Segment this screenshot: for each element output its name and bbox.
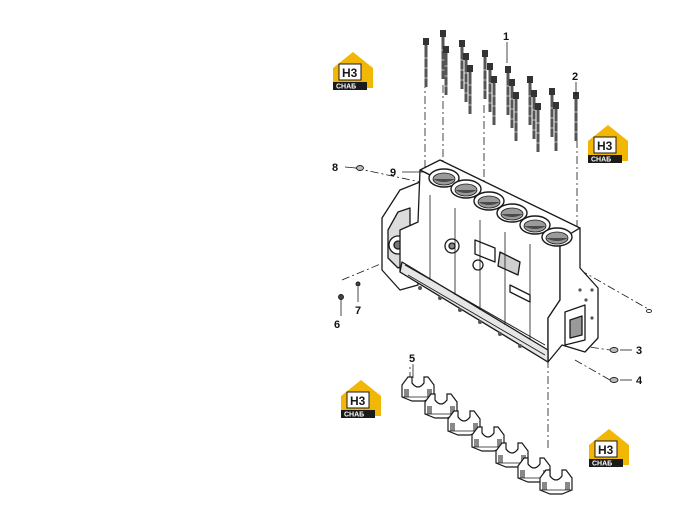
head-bolt — [530, 89, 538, 140]
logo-mark: H3 — [350, 394, 366, 408]
head-bolt — [512, 91, 520, 142]
small-plug — [646, 308, 652, 314]
logo-word: CHAБ — [592, 461, 612, 468]
watermark-logo-top-right: H3 CHAБ — [587, 124, 629, 164]
callout-5: 5 — [409, 353, 415, 365]
head-bolt — [458, 39, 466, 90]
head-bolt — [534, 102, 542, 153]
watermark-logo-bottom-left: H3 CHAБ — [340, 379, 382, 419]
head-bolt — [508, 78, 516, 129]
head-bolt — [526, 75, 534, 126]
callout-7: 7 — [355, 305, 361, 317]
small-parts — [338, 165, 652, 383]
watermark-logo-top-left: H3 CHAБ — [332, 51, 374, 91]
logo-word: CHAБ — [344, 412, 364, 419]
head-bolt — [548, 87, 556, 138]
plug-item-8 — [356, 165, 364, 171]
watermark-logo-bottom-right: H3 CHAБ — [588, 428, 630, 468]
logo-word: CHAБ — [336, 84, 356, 91]
logo-mark: H3 — [597, 139, 613, 153]
bearing-cap — [539, 469, 573, 495]
callout-4: 4 — [636, 375, 643, 387]
logo-word: CHAБ — [591, 157, 611, 164]
leader-lines — [340, 42, 632, 381]
plug-item-4 — [609, 377, 619, 383]
head-bolt — [462, 52, 470, 103]
callout-6: 6 — [334, 319, 340, 331]
callouts: 1 2 3 4 5 6 7 8 9 — [332, 31, 643, 387]
head-bolt — [490, 75, 498, 126]
engine-block — [381, 159, 599, 363]
main-bearing-caps — [401, 376, 573, 495]
dowel-item-6 — [338, 294, 344, 300]
head-bolt — [486, 62, 494, 113]
plug-item-3 — [609, 347, 619, 353]
callout-2: 2 — [572, 71, 578, 83]
logo-mark: H3 — [342, 66, 358, 80]
head-bolt — [552, 101, 560, 152]
head-bolt-item-2 — [572, 91, 580, 142]
cylinder-bore — [541, 227, 573, 247]
head-bolt — [504, 65, 512, 116]
logo-mark: H3 — [598, 443, 614, 457]
callout-8: 8 — [332, 162, 338, 174]
dowel-item-7 — [355, 281, 361, 287]
head-bolt — [466, 64, 474, 115]
callout-1: 1 — [503, 31, 509, 43]
callout-9: 9 — [390, 167, 396, 179]
head-bolt — [422, 37, 430, 88]
callout-3: 3 — [636, 345, 642, 357]
head-bolt — [481, 49, 489, 100]
head-bolts — [422, 29, 580, 153]
